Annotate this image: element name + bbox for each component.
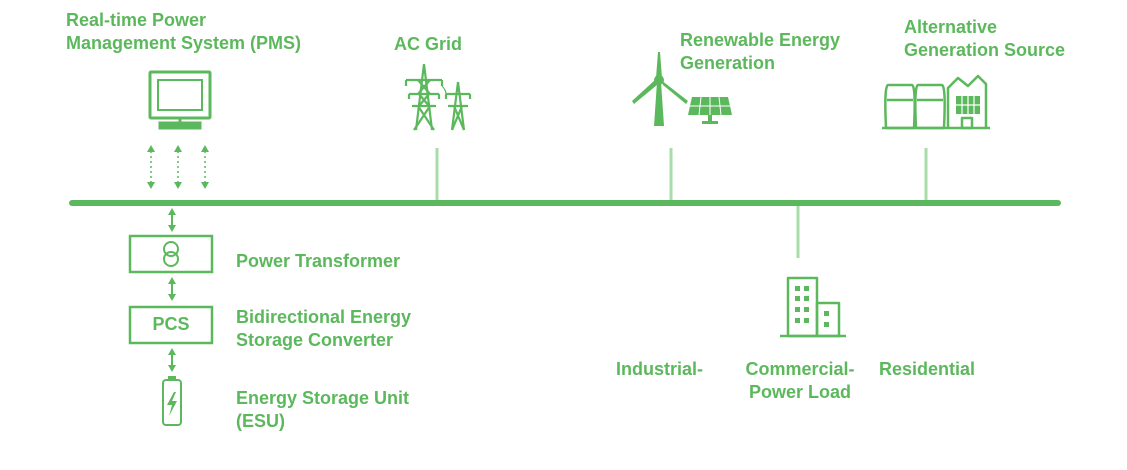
alternative-label-line1: Alternative [904,17,998,37]
factory-icon [882,74,990,130]
esu-label: Energy Storage Unit (ESU) [236,387,409,433]
building-icon [780,276,846,338]
esu-label-line1: Energy Storage Unit [236,388,410,408]
renewable-label: Renewable Energy Generation [680,29,840,75]
bus-transformer-arrow [168,208,176,232]
transformer-icon [163,241,179,267]
commercial-label-line1: Commercial- [745,359,855,379]
pms-label: Real-time Power Management System (PMS) [66,9,301,55]
alternative-label: Alternative Generation Source [904,16,1065,62]
industrial-label: Industrial- [616,359,704,379]
pms-label-line1: Real-time Power [66,10,207,30]
alternative-label-line2: Generation Source [904,40,1066,60]
pms-label-line2: Management System (PMS) [66,33,302,53]
commercial-power-load-label: Commercial- Power Load [732,358,868,404]
battery-icon [162,376,182,426]
transformer-box [128,234,214,274]
pcs-esu-arrow [168,348,176,372]
solar-panel-icon [688,96,732,124]
monitor-icon [148,70,212,130]
bidirectional-label-line1: Bidirectional Energy [236,307,412,327]
residential-label: Residential [879,359,976,379]
wind-turbine-icon [632,52,688,126]
pcs-box [128,305,214,345]
bidirectional-label-line2: Storage Converter [236,330,394,350]
bidirectional-converter-label: Bidirectional Energy Storage Converter [236,306,411,352]
ac-grid-label: AC Grid [394,34,463,54]
pcs-box-label: PCS [152,314,190,334]
transmission-tower-icon [404,63,472,131]
transformer-pcs-arrow [168,277,176,301]
pms-dotted-arrows [147,145,209,189]
power-transformer-label: Power Transformer [236,251,401,271]
renewable-label-line1: Renewable Energy [680,30,841,50]
commercial-label-line2: Power Load [748,382,851,402]
esu-label-line2: (ESU) [236,411,285,431]
renewable-label-line2: Generation [680,53,776,73]
